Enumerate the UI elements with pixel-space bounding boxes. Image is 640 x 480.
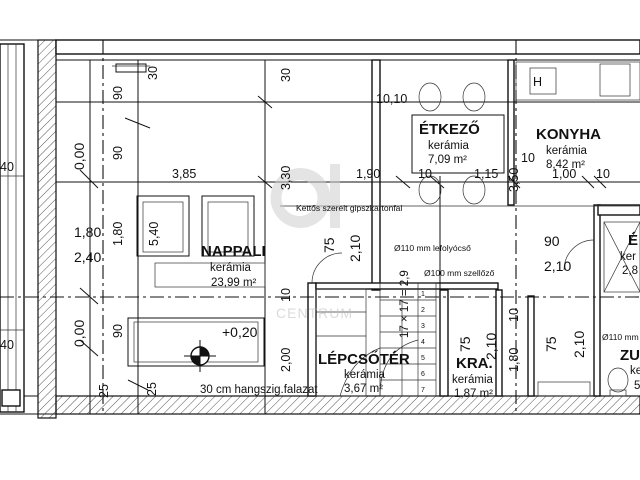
svg-text:4: 4 [421,339,425,346]
dim-10-kr: 10 [507,308,521,322]
room-material-kamra: kerámia [452,374,494,386]
dim-1-80-v: 1,80 [111,222,125,246]
dim-40-c: 40 [0,338,14,352]
room-area-etkezo: 7,09 m² [428,154,467,166]
svg-text:6: 6 [421,371,425,378]
dim-3-30: 3,30 [279,166,293,190]
dim-10-st: 10 [279,288,293,302]
dim-1-90: 1,90 [356,167,380,181]
dim-90-c: 90 [111,324,125,338]
dining-table [411,82,505,205]
living-room-furniture [112,63,266,367]
room-area-kamra: 1,87 m² [454,388,493,400]
room-name-lepcsoter: LÉPCSŐTÉR [318,350,410,368]
dim-10-10: 10,10 [376,92,407,106]
svg-text:5: 5 [421,355,425,362]
left-facade [0,43,25,413]
room-name-kamra: KRA. [456,355,493,372]
svg-text:1: 1 [421,291,425,298]
svg-text:3: 3 [421,323,425,330]
dim-5-40: 5,40 [147,222,161,246]
room-name-nappali: NAPPALI [201,243,266,260]
dim-2-10-d: 2,10 [571,331,587,358]
note-szellozo: Ø100 mm szellőző [424,268,495,278]
note-hangszig-fal: 30 cm hangszig.falazat [200,384,318,396]
dim-75-b: 75 [457,336,473,352]
exterior-walls [0,39,640,419]
level-marker [184,340,216,372]
room-name-e-cut: É [628,232,638,249]
room-material-nappali: kerámia [210,262,252,274]
dim-40-a: 40 [0,160,14,174]
interior-walls [307,59,640,397]
room-material-e-cut: ker [620,251,636,263]
dim-2-00: 2,00 [279,348,293,372]
dim-h: H [533,75,542,89]
svg-text:2: 2 [421,307,425,314]
dim-30-mid: 30 [279,68,293,82]
dim-10-b: 10 [521,151,535,165]
bathroom-fixtures [537,221,640,397]
dim-90-door: 90 [544,233,560,249]
dim-90-a: 90 [111,86,125,100]
dim-3-85: 3,85 [172,167,196,181]
dim-0-00-a: 0,00 [71,143,87,170]
dim-3-50: 3,50 [507,168,521,192]
dim-2-10-a: 2,10 [347,235,363,262]
room-name-zu-cut: ZU [620,347,640,364]
dim-0-00-b: 0,00 [71,320,87,347]
watermark-logo: CENTRUM [270,164,353,321]
room-material-konyha: kerámia [546,145,588,157]
dim-1-80-h: 1,80 [74,224,101,240]
watermark-text: CENTRUM [276,305,353,321]
room-area-e-cut: 2,8 [622,265,638,277]
dim-75-a: 75 [321,237,337,253]
room-area-nappali: 23,99 m² [211,277,257,289]
dim-10-a: 10 [418,167,432,181]
door-swings [311,239,595,284]
dim-25-a: 25 [97,384,111,398]
room-material-etkezo: kerámia [428,140,470,152]
dim-2-10-c: 2,10 [483,333,499,360]
dim-steps: 17 × 17 = 2,9 [399,270,411,338]
dimension-lines [56,60,640,414]
dim-2-40: 2,40 [74,249,101,265]
dim-75-c: 75 [543,336,559,352]
room-area-zu-cut: 5 [634,380,640,392]
staircase: 1 2 3 4 5 6 7 [315,282,437,397]
note-lefolyocso-right: Ø110 mm lefolyócső [602,332,640,342]
room-area-konyha: 8,42 m² [546,159,585,171]
dim-25-b: 25 [145,382,159,396]
kitchen-counter [515,61,640,101]
dim-2-10-door: 2,10 [544,258,571,274]
dim-1-80-kr: 1,80 [507,348,521,372]
note-kettos-fal: Kettős szerelt gipszkartonfal [296,203,402,213]
room-name-etkezo: ÉTKEZŐ [419,120,480,138]
dim-1-00: 1,00 [552,167,576,181]
room-name-konyha: KONYHA [536,126,601,143]
note-lefolyocso: Ø110 mm lefolyócső [394,243,471,253]
room-material-lepcsoter: kerámia [344,369,386,381]
dim-30-top: 30 [146,66,160,80]
room-material-zu-cut: ke [630,365,640,377]
dim-90-b: 90 [111,146,125,160]
level-value: +0,20 [222,324,258,340]
svg-text:7: 7 [421,387,425,394]
dim-10-c: 10 [596,167,610,181]
room-area-lepcsoter: 3,67 m² [344,383,383,395]
dim-1-15: 1,15 [474,167,498,181]
